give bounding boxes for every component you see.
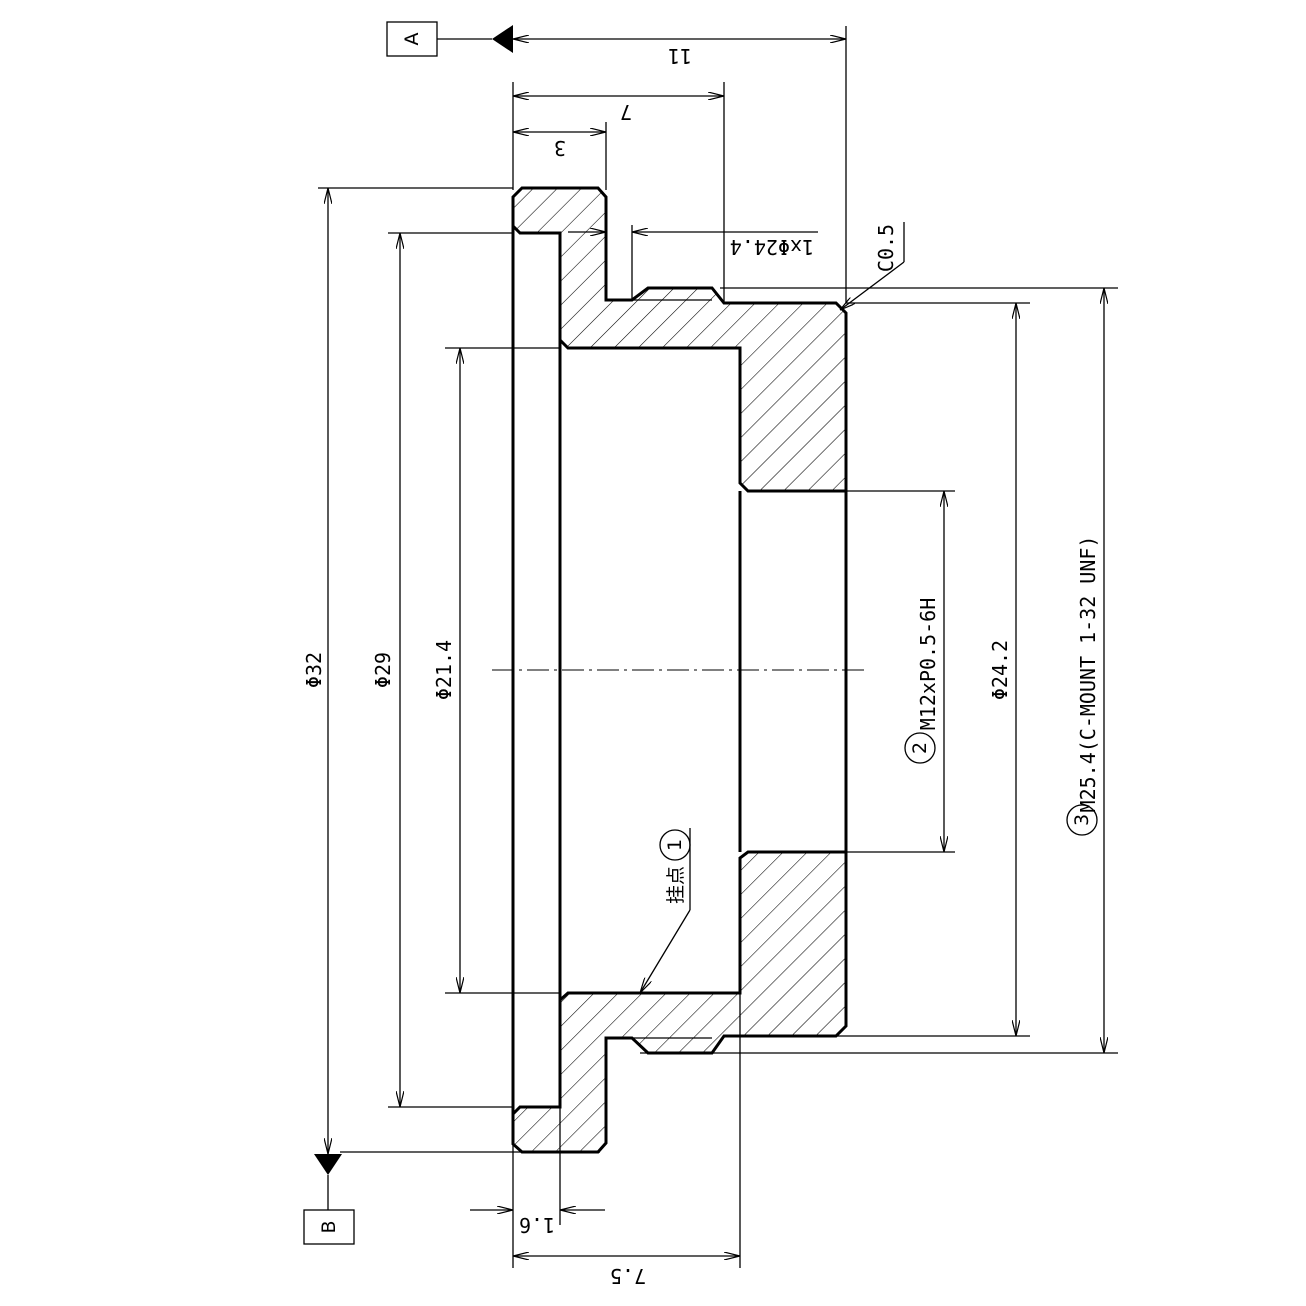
thread-callout-2: 2 M12xP0.5-6H	[846, 490, 955, 853]
dimension-dia-21-4-text: Φ21.4	[432, 640, 456, 700]
dimension-3-text: 3	[554, 136, 566, 160]
dimension-7-text: 7	[620, 100, 632, 124]
dimension-dia-21-4: Φ21.4	[432, 347, 560, 994]
dimension-7-5: 7.5	[512, 993, 741, 1288]
hanging-point-callout-1: 1 挂点	[640, 828, 691, 993]
dimension-dia-32-text: Φ32	[302, 652, 326, 688]
callout-circle-3	[1066, 804, 1098, 836]
chamfer-text: C0.5	[874, 224, 898, 272]
callout-num-3: 3	[1071, 814, 1093, 826]
dimension-7-5-text: 7.5	[610, 1264, 646, 1288]
dimension-dia-24-2: Φ24.2	[724, 302, 1030, 1037]
dimension-dia-29-text: Φ29	[371, 652, 395, 688]
callout-circle-1	[659, 829, 691, 861]
datum-b: B	[303, 1154, 355, 1245]
hanging-point-label: 挂点	[665, 866, 687, 904]
dimension-dia-29: Φ29	[371, 232, 513, 1108]
callout-num-2: 2	[909, 742, 931, 754]
dimension-11: 11	[513, 26, 847, 303]
thread-3-text: M25.4(C-MOUNT 1-32 UNF)	[1076, 536, 1100, 813]
dimension-3: 3	[513, 122, 607, 190]
callout-num-1: 1	[664, 839, 686, 851]
dimension-dia-32: Φ32	[302, 187, 600, 1154]
thread-2-text: M12xP0.5-6H	[916, 598, 940, 730]
dimension-11-text: 11	[668, 44, 692, 68]
datum-a-label: A	[401, 33, 423, 46]
thread-callout-3: 3 M25.4(C-MOUNT 1-32 UNF)	[640, 287, 1118, 1054]
dimension-1-6: 1.6	[470, 1107, 605, 1237]
dimension-dia-24-2-text: Φ24.2	[988, 640, 1012, 700]
datum-b-label: B	[318, 1220, 340, 1233]
chamfer-callout: C0.5	[840, 222, 905, 310]
callout-circle-2	[904, 732, 936, 764]
dimension-groove-text: 1xΦ24.4	[730, 235, 814, 259]
dimension-7: 7	[512, 82, 725, 303]
hatched-section-top	[513, 188, 846, 491]
dimension-1-6-text: 1.6	[519, 1213, 555, 1237]
datum-a: A	[386, 21, 513, 57]
dimension-groove: 1xΦ24.4	[568, 225, 818, 300]
